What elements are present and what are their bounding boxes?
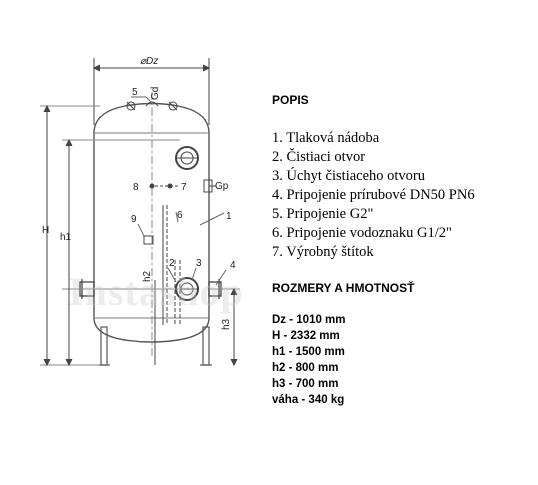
legend-item: 4. Pripojenie prírubové DN50 PN6 bbox=[272, 187, 475, 203]
watermark-logo: Instashop bbox=[68, 269, 244, 314]
dim-h2-label: h2 bbox=[142, 270, 153, 282]
thread-gp-label: Gp bbox=[215, 181, 229, 192]
dim-dz-label: ⌀Dz bbox=[140, 56, 158, 67]
callout-1: 1 bbox=[226, 211, 232, 222]
dim-h3-label: h3 bbox=[221, 318, 232, 330]
callout-3: 3 bbox=[196, 258, 202, 269]
dimension-row: h1 - 1500 mm bbox=[272, 346, 345, 358]
thread-gd-label: Gd bbox=[150, 87, 161, 100]
callout-4: 4 bbox=[230, 260, 236, 271]
callout-2: 2 bbox=[169, 258, 175, 269]
legend-item: 6. Pripojenie vodoznaku G1/2" bbox=[272, 225, 452, 241]
dim-h-label: H bbox=[42, 225, 49, 236]
water-level-fittings bbox=[149, 183, 181, 325]
legend-item: 1. Tlaková nádoba bbox=[272, 130, 380, 146]
dimension-row: Dz - 1010 mm bbox=[272, 314, 346, 326]
dimension-row: váha - 340 kg bbox=[272, 394, 345, 406]
legend-list: 1. Tlaková nádoba 2. Čistiaci otvor 3. Ú… bbox=[272, 129, 532, 262]
callout-8: 8 bbox=[133, 182, 139, 193]
callout-6: 6 bbox=[177, 210, 183, 221]
nameplate bbox=[143, 235, 154, 245]
dim-h1-label: h1 bbox=[60, 232, 72, 243]
callout-7: 7 bbox=[181, 182, 187, 193]
dimension-row: h2 - 800 mm bbox=[272, 362, 339, 374]
legend-item: 2. Čistiaci otvor bbox=[272, 149, 366, 165]
callout-5: 5 bbox=[132, 87, 138, 98]
legend-item: 5. Pripojenie G2" bbox=[272, 206, 374, 222]
callout-9: 9 bbox=[131, 214, 137, 225]
top-fittings bbox=[126, 101, 178, 111]
dimensions-list: Dz - 1010 mm H - 2332 mm h1 - 1500 mm h2… bbox=[272, 312, 346, 408]
legend-panel: POPIS 1. Tlaková nádoba 2. Čistiaci otvo… bbox=[272, 93, 532, 262]
callout-leaders bbox=[131, 96, 227, 286]
dimensions-title: ROZMERY A HMOTNOSŤ bbox=[272, 281, 415, 295]
legend-item: 3. Úchyt čistiaceho otvoru bbox=[272, 168, 426, 184]
upper-cleaning-opening bbox=[175, 146, 199, 170]
gp-connection bbox=[203, 179, 216, 193]
legend-title: POPIS bbox=[272, 93, 309, 107]
dimension-row: h3 - 700 mm bbox=[272, 378, 339, 390]
height-dimensions bbox=[40, 104, 240, 367]
legend-item: 7. Výrobný štítok bbox=[272, 244, 374, 260]
dimension-row: H - 2332 mm bbox=[272, 330, 340, 342]
